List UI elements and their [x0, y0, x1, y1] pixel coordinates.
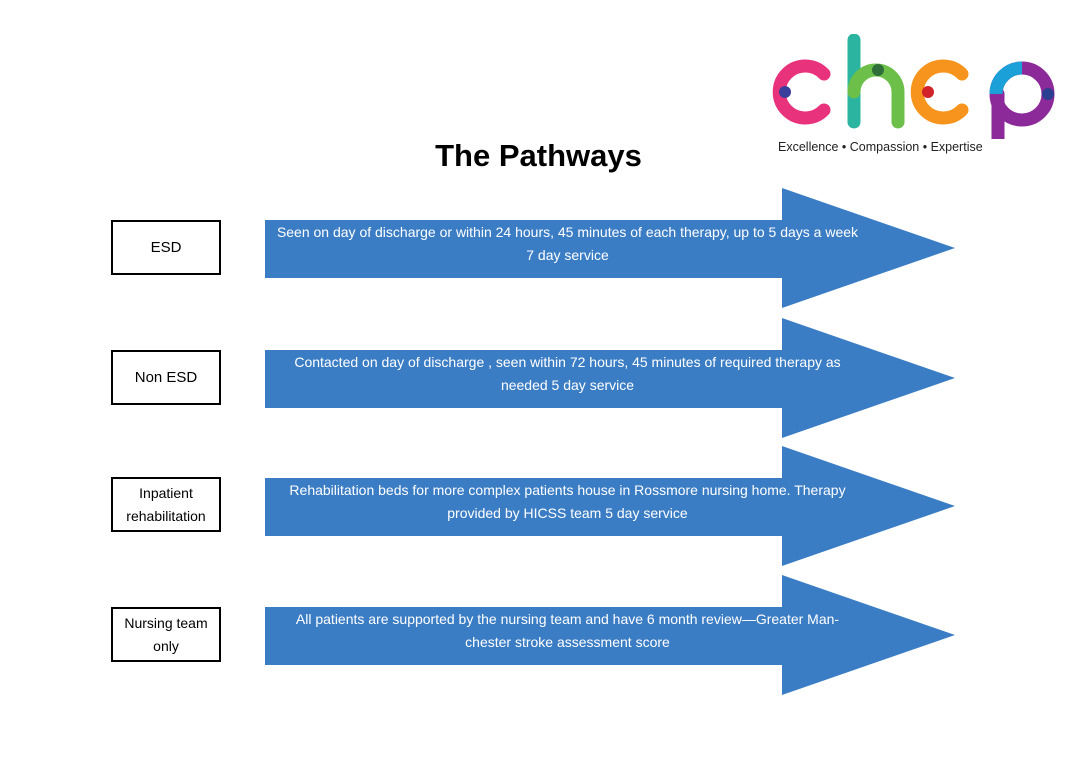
arrow-shape — [265, 188, 955, 308]
pathway-description: Rehabilitation beds for more complex pat… — [289, 482, 846, 521]
arrow-shape — [265, 318, 955, 438]
pathway-label-non-esd: Non ESD — [111, 350, 221, 405]
pathway-arrow-non-esd: Contacted on day of discharge , seen wit… — [265, 318, 957, 438]
pathway-arrow-esd: Seen on day of discharge or within 24 ho… — [265, 188, 957, 308]
logo-tagline: Excellence • Compassion • Expertise — [778, 140, 983, 154]
pathway-description: All patients are supported by the nursin… — [295, 611, 840, 650]
arrow-shape — [265, 575, 955, 695]
arrow-shape — [265, 446, 955, 566]
pathway-label-inpatient: Inpatient rehabilitation — [111, 477, 221, 532]
page-title: The Pathways — [435, 138, 642, 173]
pathway-description: Seen on day of discharge or within 24 ho… — [276, 224, 859, 263]
pathway-arrow-nursing: All patients are supported by the nursin… — [265, 575, 957, 695]
pathway-label-esd: ESD — [111, 220, 221, 275]
chcp-logo-mark — [772, 34, 1055, 139]
pathway-label-nursing: Nursing team only — [111, 607, 221, 662]
pathway-description: Contacted on day of discharge , seen wit… — [294, 354, 841, 393]
chcp-logo: Excellence • Compassion • Expertise — [772, 34, 1067, 159]
pathway-arrow-inpatient: Rehabilitation beds for more complex pat… — [265, 446, 957, 566]
